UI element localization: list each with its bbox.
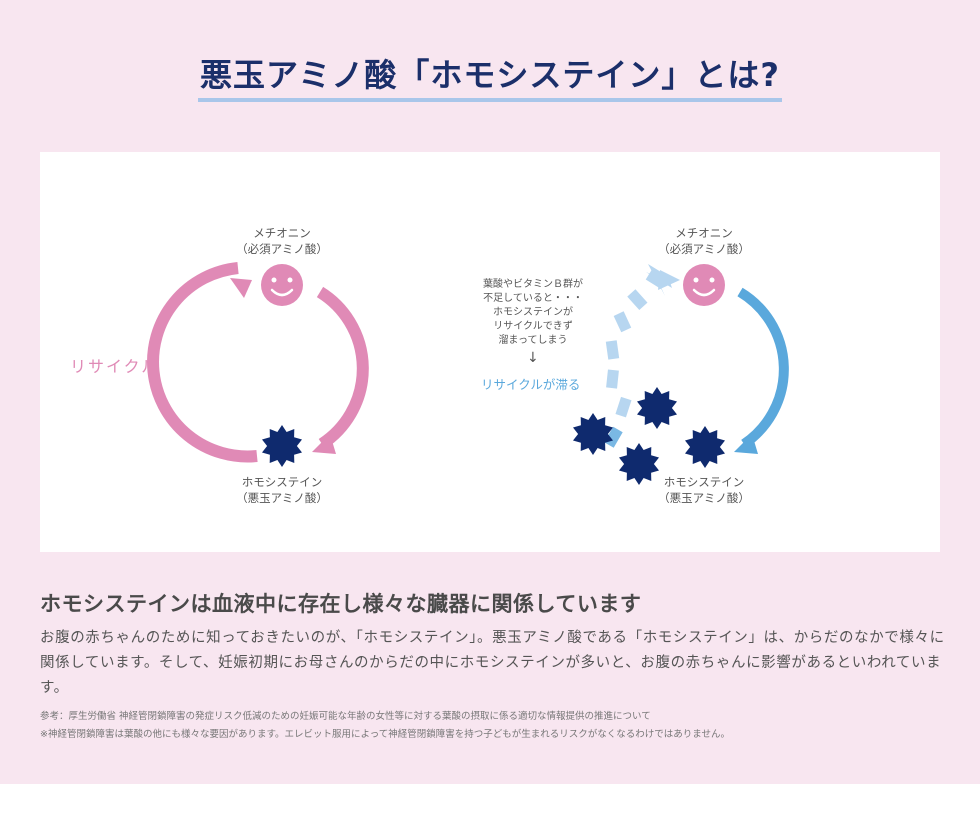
- right-methionine-label: メチオニン: [675, 226, 733, 240]
- left-essential-amino-label: （必須アミノ酸）: [236, 242, 328, 256]
- right-top-label: メチオニン （必須アミノ酸）: [644, 225, 764, 257]
- right-bad-amino-label: （悪玉アミノ酸）: [658, 491, 750, 505]
- left-methionine-smiley-icon: [261, 264, 303, 306]
- right-blue-arrowhead: [734, 434, 758, 454]
- left-return-arrowhead: [312, 434, 336, 454]
- left-cycle: [147, 262, 369, 467]
- right-bottom-label: ホモシステイン （悪玉アミノ酸）: [644, 474, 764, 506]
- left-homocysteine-spiky-icon: [262, 425, 302, 467]
- left-recycle-arrow-arc: [147, 262, 258, 463]
- right-dashed-arrowhead: [658, 270, 680, 290]
- recycle-label: リサイクル: [70, 357, 160, 376]
- left-top-label: メチオニン （必須アミノ酸）: [222, 225, 342, 257]
- left-return-arrow-arc: [316, 286, 369, 450]
- down-arrow-icon: ↓: [527, 350, 539, 366]
- note-line: 葉酸やビタミンＢ群が: [483, 279, 583, 290]
- note-line: 溜まってしまう: [498, 335, 568, 346]
- homocysteine-section: 悪玉アミノ酸「ホモシステイン」とは?: [0, 0, 980, 784]
- right-essential-amino-label: （必須アミノ酸）: [658, 242, 750, 256]
- page-title: 悪玉アミノ酸「ホモシステイン」とは?: [0, 50, 980, 102]
- diagram-panel: メチオニン （必須アミノ酸） ホモシステイン （悪玉アミノ酸） リサイクル メチ…: [40, 152, 940, 552]
- left-methionine-label: メチオニン: [253, 226, 311, 240]
- subheading: ホモシステインは血液中に存在し様々な臓器に関係しています: [40, 592, 642, 616]
- right-homocysteine-spiky-icon-4: [685, 426, 725, 468]
- reference-note: 参考：厚生労働省 神経管閉鎖障害の発症リスク低減のための妊娠可能な年齢の女性等に…: [40, 711, 651, 722]
- note-line: リサイクルできず: [493, 321, 573, 332]
- right-blue-arc: [737, 287, 789, 449]
- right-cycle: [573, 264, 789, 485]
- note-line: 不足していると・・・: [483, 293, 583, 304]
- right-homocysteine-spiky-icon-1: [637, 387, 677, 429]
- deficiency-note: 葉酸やビタミンＢ群が 不足していると・・・ ホモシステインが リサイクルできず …: [468, 278, 598, 348]
- left-recycle-arrowhead: [230, 278, 252, 298]
- right-homocysteine-label: ホモシステイン: [663, 475, 745, 489]
- right-homocysteine-spiky-icon-2: [573, 413, 613, 455]
- right-methionine-smiley-icon: [683, 264, 725, 306]
- disclaimer-note: ※神経管閉鎖障害は葉酸の他にも様々な要因があります。エレビット服用によって神経管…: [40, 729, 730, 740]
- left-homocysteine-label: ホモシステイン: [241, 475, 323, 489]
- body-text: お腹の赤ちゃんのために知っておきたいのが、「ホモシステイン」。悪玉アミノ酸である…: [40, 630, 945, 696]
- cycle-diagram: [147, 262, 789, 485]
- left-bottom-label: ホモシステイン （悪玉アミノ酸）: [222, 474, 342, 506]
- page-title-text: 悪玉アミノ酸「ホモシステイン」とは?: [198, 50, 782, 102]
- left-bad-amino-label: （悪玉アミノ酸）: [236, 491, 328, 505]
- note-line: ホモシステインが: [493, 307, 573, 318]
- stagnate-label: リサイクルが滞る: [481, 377, 581, 392]
